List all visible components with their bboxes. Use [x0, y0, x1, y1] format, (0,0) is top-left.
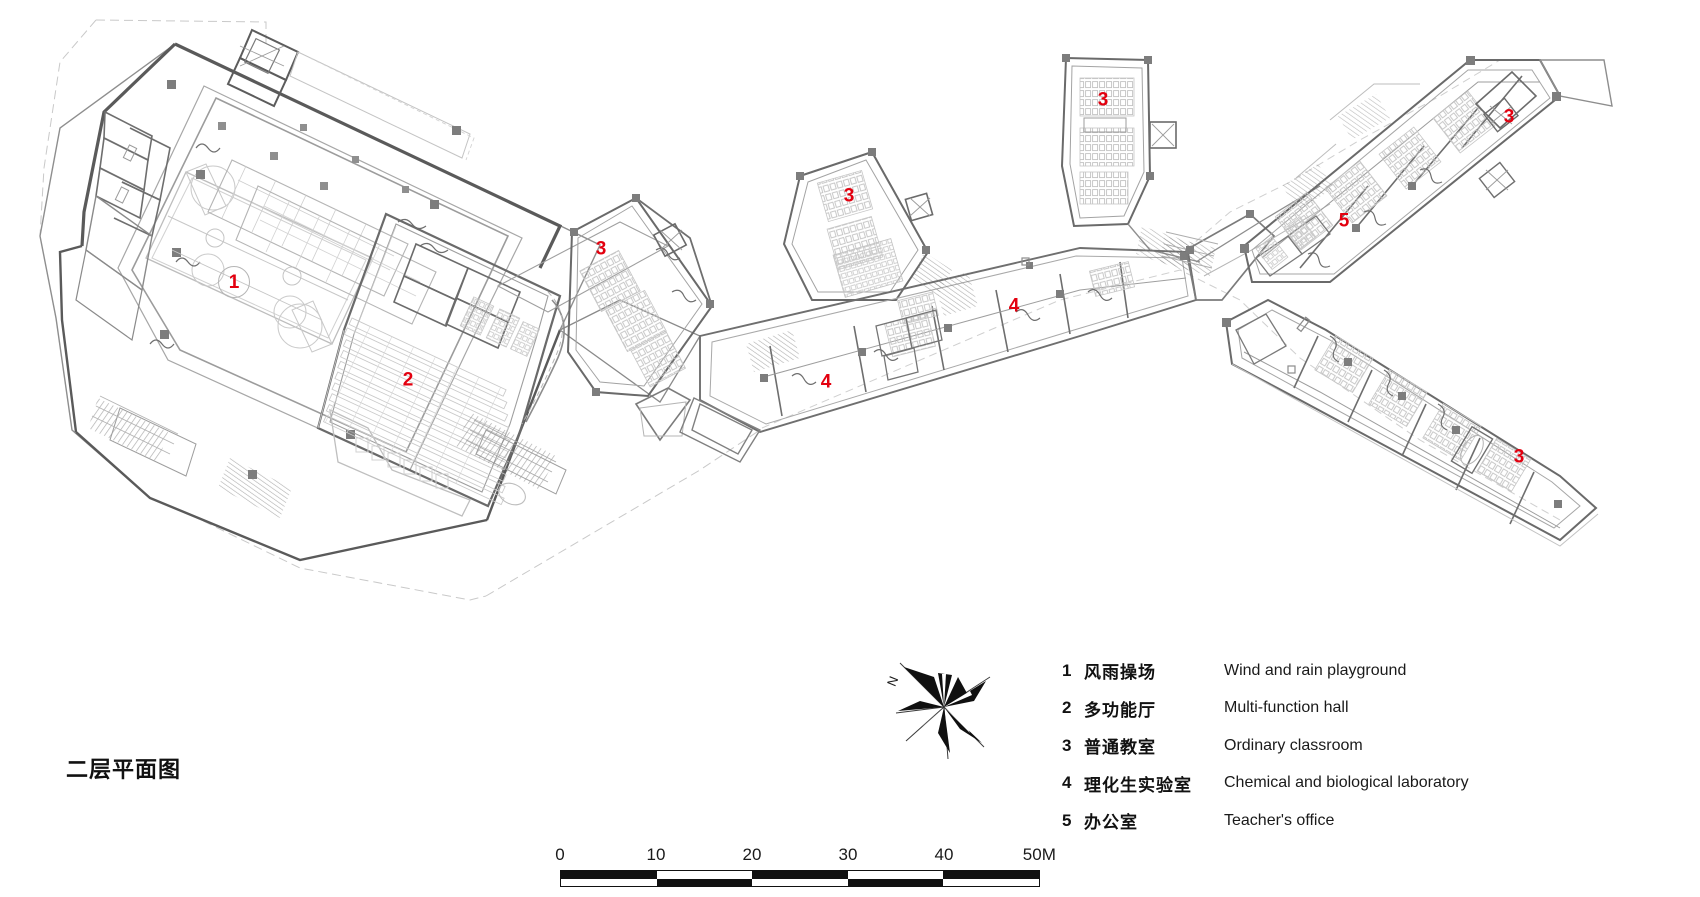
room-marker-5: 5	[1338, 210, 1350, 232]
legend-label-en: Chemical and biological laboratory	[1224, 774, 1469, 792]
classroom-wing-b	[782, 148, 952, 301]
classroom-wing-a	[566, 194, 714, 398]
scale-cell	[752, 878, 848, 886]
scale-cell	[656, 878, 753, 886]
scale-tick-50m: 50M	[1022, 845, 1056, 864]
room-marker-4a: 4	[820, 371, 832, 393]
room-marker-3c: 3	[1097, 89, 1109, 111]
scale-bar-graphic	[560, 870, 1040, 887]
room-marker-4b: 4	[1008, 295, 1020, 317]
north-label: N	[884, 674, 901, 688]
scale-cell	[943, 878, 1039, 886]
legend-label-en: Teacher's office	[1224, 811, 1335, 829]
scale-tick-10: 10	[646, 845, 666, 864]
scale-tick-0: 0	[555, 845, 565, 864]
west-block-gym-hall	[39, 28, 601, 562]
legend-item-5: 5 办公室 Teacher's office	[1062, 802, 1662, 840]
legend-label-en: Ordinary classroom	[1224, 736, 1363, 754]
legend-number: 5	[1062, 810, 1072, 830]
plan-svg	[39, 19, 1613, 601]
legend-label-en: Multi-function hall	[1224, 699, 1349, 717]
north-arrow: N	[880, 645, 1010, 765]
room-marker-1: 1	[218, 266, 250, 298]
floor-plan-drawing: 1 2 3 3 3 3 3 4 4 5	[39, 19, 1613, 601]
legend-label-cn: 办公室	[1084, 813, 1138, 834]
legend-item-2: 2 多功能厅 Multi-function hall	[1062, 690, 1662, 728]
legend: 1 风雨操场 Wind and rain playground 2 多功能厅 M…	[1062, 652, 1662, 840]
scale-cell	[847, 878, 944, 886]
scale-cell	[561, 871, 657, 879]
legend-label-cn: 理化生实验室	[1084, 775, 1192, 796]
classroom-wing-c	[1060, 54, 1201, 263]
page-title: 二层平面图	[66, 758, 182, 783]
scale-tick-20: 20	[742, 845, 762, 864]
legend-label-cn: 多功能厅	[1084, 700, 1156, 721]
legend-item-3: 3 普通教室 Ordinary classroom	[1062, 727, 1662, 765]
room-marker-2: 2	[402, 369, 414, 391]
legend-item-4: 4 理化生实验室 Chemical and biological laborat…	[1062, 765, 1662, 803]
room-marker-3e: 3	[1513, 446, 1525, 468]
scale-cell	[561, 878, 657, 886]
legend-label-cn: 风雨操场	[1084, 663, 1156, 684]
classroom-wing-northeast	[1240, 56, 1613, 283]
scale-tick-labels: 0 10 20 30 40 50M	[515, 845, 1056, 867]
scale-cell	[656, 871, 753, 879]
legend-number: 1	[1062, 660, 1072, 680]
room-marker-3b: 3	[843, 185, 855, 207]
room-marker-3d: 3	[1503, 106, 1515, 128]
legend-label-cn: 普通教室	[1084, 738, 1156, 759]
scale-bar-row-bottom	[561, 878, 1039, 886]
scale-bar: 0 10 20 30 40 50M	[515, 845, 1056, 895]
scale-cell	[847, 871, 944, 879]
scale-tick-30: 30	[838, 845, 858, 864]
legend-label-en: Wind and rain playground	[1224, 661, 1407, 679]
classroom-wing-southeast	[1222, 298, 1599, 547]
legend-number: 4	[1062, 773, 1072, 793]
legend-number: 3	[1062, 735, 1072, 755]
legend-number: 2	[1062, 698, 1072, 718]
scale-bar-row-top	[561, 871, 1039, 879]
scale-cell	[943, 871, 1039, 879]
scale-tick-40: 40	[934, 845, 954, 864]
room-marker-3a: 3	[595, 238, 607, 260]
compass-rose-icon: N	[884, 662, 991, 760]
legend-item-1: 1 风雨操场 Wind and rain playground	[1062, 652, 1662, 690]
scale-cell	[752, 871, 848, 879]
